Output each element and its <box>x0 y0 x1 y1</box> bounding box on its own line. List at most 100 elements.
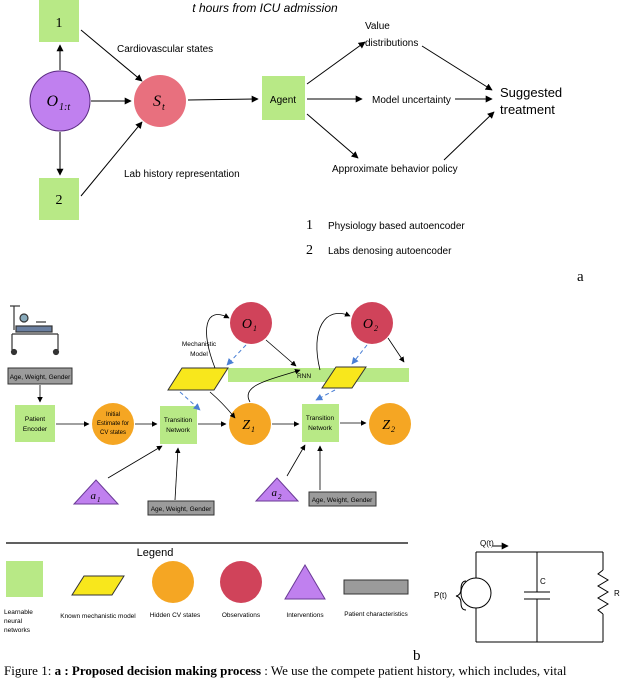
trans2-1: Transition <box>306 415 335 422</box>
arrow-a2-trans2 <box>286 444 306 477</box>
transition-network-1 <box>160 406 197 444</box>
arrow-box2-state <box>80 121 143 197</box>
suggested-2: treatment <box>500 102 555 117</box>
legend-label-interventions: Interventions <box>286 612 324 619</box>
arrow-o2-out <box>387 337 405 363</box>
edge-cardio-label: Cardiovascular states <box>117 44 213 55</box>
z2-sub: 2 <box>391 425 395 434</box>
trans1-1: Transition <box>164 417 193 424</box>
arrow-loop-o2 <box>316 311 351 371</box>
legend-label-mechanistic: Known mechanistic model <box>60 613 136 620</box>
a2-sub: 2 <box>278 493 282 501</box>
legend-label-patient: Patient characteristics <box>344 611 408 618</box>
patient-chars-mid <box>147 500 215 516</box>
patient-chars-mid-label: Age, Weight, Gender <box>151 506 212 513</box>
trans1-2: Network <box>166 427 191 434</box>
legend-a-text-1: Physiology based autoencoder <box>328 221 465 232</box>
state-label: S <box>153 93 161 110</box>
observations-node <box>29 70 91 132</box>
legend-label-observations: Observations <box>222 612 261 619</box>
observation-node-2 <box>351 302 393 344</box>
mech-1: Mechanistic <box>182 341 217 348</box>
edge-lab-label: Lab history representation <box>124 169 240 180</box>
arrow-a1-trans1 <box>107 445 163 479</box>
dashed-mech-trans2 <box>315 389 336 401</box>
patient-bed-icon <box>10 305 60 356</box>
circuit-c-label: C <box>540 577 546 586</box>
diagram-a: t hours from ICU admission 1 2 O 1:t S t… <box>29 0 584 285</box>
legend-swatch-patient <box>343 579 409 595</box>
circuit-p-label: P(t) <box>434 591 447 600</box>
caption-prefix: Figure 1: <box>4 663 55 678</box>
panel-label-a: a <box>577 269 584 285</box>
patient-chars-top <box>7 367 73 385</box>
z1-sub: 1 <box>251 425 255 434</box>
dashed-o1-mech <box>226 344 247 366</box>
legend-label-learnable: Learnable neural networks <box>4 609 35 634</box>
observations-sub: 1:t <box>59 102 70 113</box>
agent-box <box>262 76 305 120</box>
z2-main: Z <box>382 418 390 433</box>
legend-learnable-3: networks <box>4 627 31 634</box>
o1-sub: 1 <box>253 324 257 333</box>
arrow-box1-state <box>80 29 143 82</box>
arrow-z1-rnn <box>247 368 301 403</box>
arrow-chars-trans1 <box>174 447 181 501</box>
transition-network-2 <box>302 404 339 442</box>
legend-a-num-1: 1 <box>306 218 313 233</box>
rnn-bar <box>228 368 409 382</box>
observation-node-1 <box>230 302 272 344</box>
o2-main: O <box>363 317 373 332</box>
caption-rest: : We use the compete patient history, wh… <box>261 663 567 678</box>
diagram-b: Age, Weight, Gender Patient Encoder Init… <box>4 302 620 664</box>
patient-encoder-2: Encoder <box>23 426 48 433</box>
legend-label-hidden: Hidden CV states <box>150 612 201 619</box>
legend-swatch-mechanistic <box>71 575 125 596</box>
box-1-label: 1 <box>56 16 63 31</box>
legend-a-num-2: 2 <box>306 243 313 258</box>
circuit-r-label: R <box>614 589 620 598</box>
suggested-1: Suggested <box>500 85 562 100</box>
legend-swatch-observations <box>220 561 262 603</box>
o2-sub: 2 <box>374 324 378 333</box>
patient-chars-right <box>308 491 377 507</box>
windkessel-circuit <box>455 542 609 643</box>
dashed-mech-trans1 <box>179 391 201 411</box>
patient-chars-top-label: Age, Weight, Gender <box>10 374 71 381</box>
legend-learnable-2: neural <box>4 618 23 625</box>
init-3: CV states <box>100 430 126 436</box>
rnn-label: RNN <box>297 373 311 380</box>
arrow-mech1-z1 <box>209 391 236 419</box>
arrow-loop-o1 <box>206 313 230 369</box>
hidden-state-2 <box>369 403 411 445</box>
intervention-1 <box>72 479 120 505</box>
patient-chars-right-label: Age, Weight, Gender <box>312 497 373 504</box>
arrow-agent-value <box>306 41 366 85</box>
a1-sub: 1 <box>97 496 101 504</box>
arrow-policy-suggest <box>443 111 495 161</box>
box-2-label: 2 <box>56 193 63 208</box>
legend-learnable-1: Learnable <box>4 609 33 616</box>
z1-main: Z <box>242 418 250 433</box>
panel-label-b: b <box>413 648 421 664</box>
arrow-value-suggest <box>421 45 493 91</box>
init-2: Estimate for <box>97 421 129 427</box>
patient-encoder-1: Patient <box>25 416 45 423</box>
mechanistic-model-1 <box>167 367 229 391</box>
dashed-o2-mech <box>351 344 368 365</box>
arrow-o1-rnn <box>265 339 297 367</box>
arrow-state-agent <box>187 95 259 103</box>
a1-main: a <box>91 490 97 502</box>
o1-main: O <box>242 317 252 332</box>
caption-bold: a : Proposed decision making process <box>54 663 262 678</box>
arrow-agent-policy <box>306 113 359 159</box>
box-2 <box>39 178 79 220</box>
mechanistic-model-2 <box>321 366 367 389</box>
legend-swatch-learnable <box>6 561 43 597</box>
figure-caption: Figure 1: a : Proposed decision making p… <box>4 663 636 679</box>
init-1: Initial <box>106 412 120 418</box>
observations-label: O <box>46 93 58 110</box>
agent-label: Agent <box>270 95 296 106</box>
legend-title: Legend <box>137 547 174 559</box>
